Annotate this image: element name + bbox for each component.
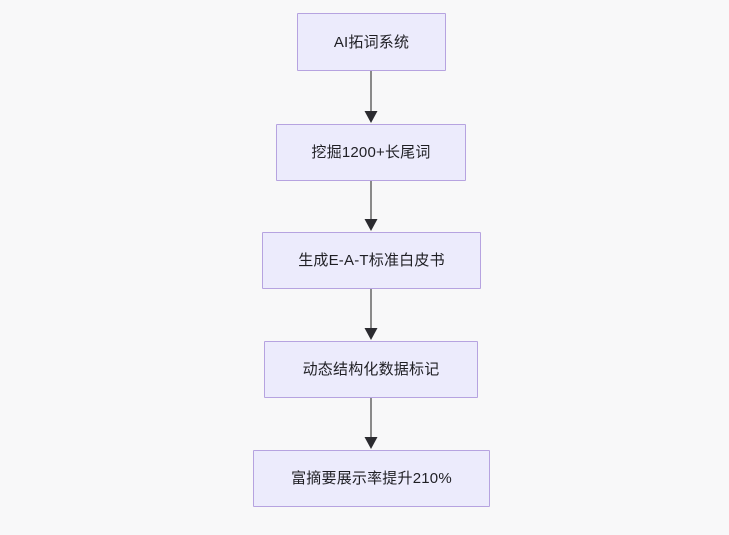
arrow-down-icon bbox=[364, 71, 378, 123]
arrow-down-icon bbox=[364, 398, 378, 449]
flow-edge-node3-to-node4 bbox=[359, 289, 383, 341]
flow-node-dynamic-structured-data-markup[interactable]: 动态结构化数据标记 bbox=[264, 341, 478, 398]
flow-node-label: 富摘要展示率提升210% bbox=[291, 470, 452, 487]
flow-node-rich-snippet-impression-uplift[interactable]: 富摘要展示率提升210% bbox=[253, 450, 490, 507]
flow-node-label: AI拓词系统 bbox=[333, 33, 410, 51]
flow-edge-node2-to-node3 bbox=[359, 181, 383, 232]
arrow-down-icon bbox=[364, 289, 378, 340]
flow-edge-node4-to-node5 bbox=[359, 398, 383, 450]
flow-node-label: 挖掘1200+长尾词 bbox=[311, 144, 431, 161]
flow-node-label: 生成E-A-T标准白皮书 bbox=[298, 252, 445, 269]
flow-node-ai-keyword-system[interactable]: AI拓词系统 bbox=[297, 13, 446, 71]
flow-node-label: 动态结构化数据标记 bbox=[302, 361, 440, 378]
flow-node-generate-eat-whitepaper[interactable]: 生成E-A-T标准白皮书 bbox=[262, 232, 481, 289]
flow-edge-node1-to-node2 bbox=[359, 71, 383, 124]
arrow-down-icon bbox=[364, 181, 378, 231]
flow-node-mine-longtail-keywords[interactable]: 挖掘1200+长尾词 bbox=[276, 124, 466, 181]
